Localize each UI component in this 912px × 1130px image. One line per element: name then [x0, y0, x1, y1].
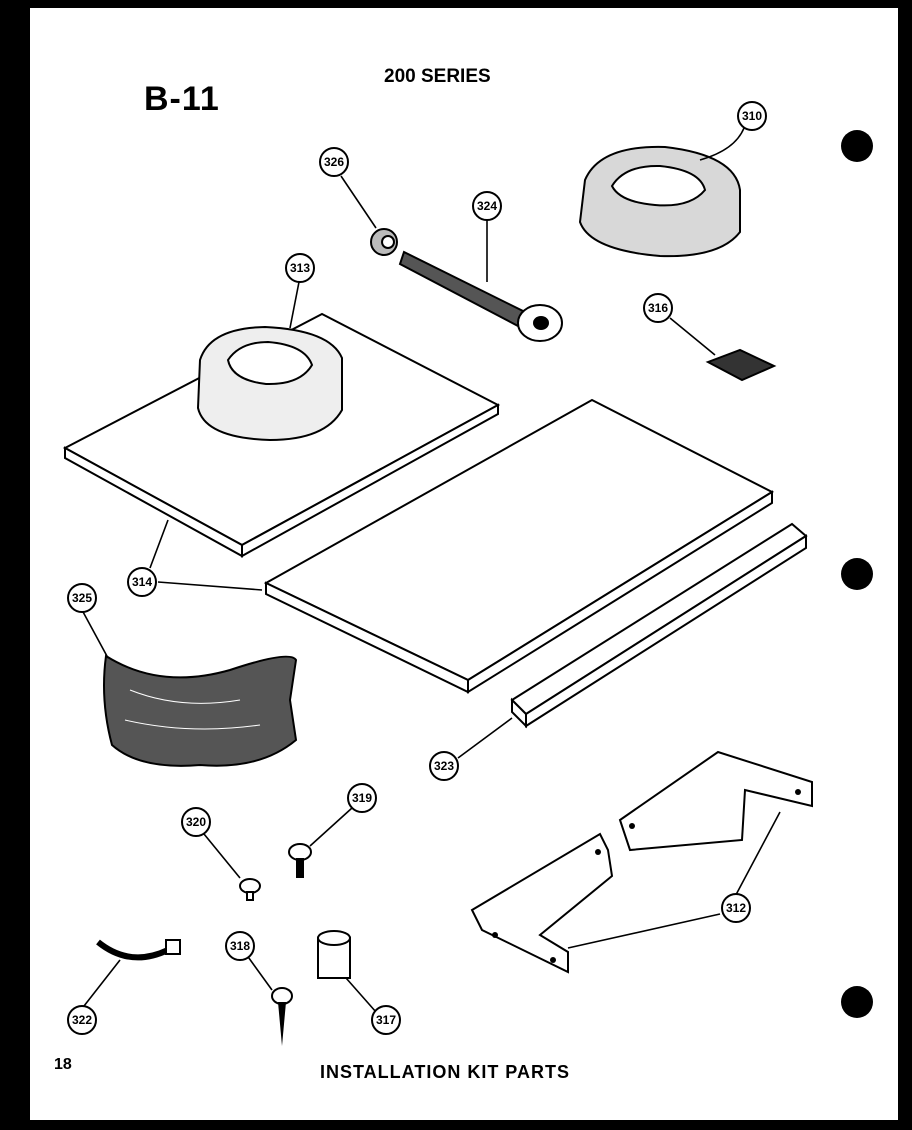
callout-325: 326: [319, 147, 349, 177]
svg-text:324: 324: [477, 199, 497, 213]
svg-text:326: 326: [324, 155, 344, 169]
series-label: 200 SERIES: [384, 66, 491, 87]
svg-text:318: 318: [230, 939, 250, 953]
callout-313: 313: [285, 253, 315, 283]
callout-310: 310: [737, 101, 767, 131]
svg-text:317: 317: [376, 1013, 396, 1027]
part-316-pad: [705, 348, 777, 382]
svg-text:310: 310: [742, 109, 762, 123]
callout-318: 318: [225, 931, 255, 961]
svg-text:312: 312: [726, 901, 746, 915]
leader-lines: [81, 127, 781, 1013]
callout-323: 323: [429, 751, 459, 781]
svg-text:316: 316: [648, 301, 668, 315]
part-312-bracket-left: [470, 832, 614, 974]
callout-319: 319: [347, 783, 377, 813]
binder-hole: [841, 558, 873, 590]
callout-326: 325: [67, 583, 97, 613]
svg-text:314: 314: [132, 575, 152, 589]
svg-text:322: 322: [72, 1013, 92, 1027]
callout-320: 320: [181, 807, 211, 837]
callout-314: 314: [127, 567, 157, 597]
callout-312: 312: [721, 893, 751, 923]
part-314-panel-right: [263, 398, 775, 694]
svg-text:323: 323: [434, 759, 454, 773]
page-number: 18: [54, 1056, 72, 1073]
part-312-bracket-right: [618, 750, 813, 852]
callout-317: 317: [371, 1005, 401, 1035]
part-319-screw: [288, 843, 312, 878]
callout-322: 322: [67, 1005, 97, 1035]
part-313-foam-seal: [196, 325, 343, 442]
part-310-foam-seal: [578, 145, 741, 258]
callout-324: 324: [472, 191, 502, 221]
callout-316: 316: [643, 293, 673, 323]
part-322-cable: [96, 939, 181, 961]
binder-hole: [841, 986, 873, 1018]
part-318-wood-screw: [271, 987, 293, 1046]
svg-text:319: 319: [352, 791, 372, 805]
svg-text:325: 325: [72, 591, 92, 605]
diagram-caption: INSTALLATION KIT PARTS: [320, 1062, 570, 1082]
part-320-plug-button: [239, 878, 261, 901]
part-325-lock-nut: [370, 228, 398, 256]
binder-hole: [841, 130, 873, 162]
part-317-spacer-tube: [317, 930, 351, 979]
sheet-id: B-11: [144, 80, 220, 118]
part-324-bolt: [398, 250, 563, 342]
svg-text:313: 313: [290, 261, 310, 275]
part-323-channel: [510, 522, 808, 729]
part-326-mesh-bag: [103, 654, 298, 767]
svg-text:320: 320: [186, 815, 206, 829]
